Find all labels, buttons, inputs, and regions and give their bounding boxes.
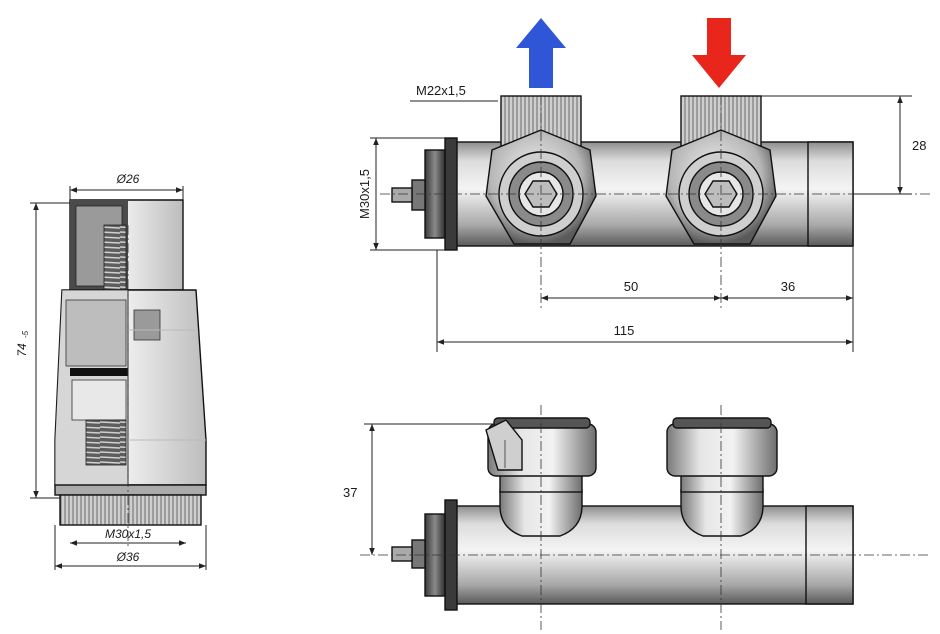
m30-label: M30x1,5 <box>357 169 372 219</box>
head-diameter-26-label: Ø26 <box>116 172 140 186</box>
head-oring <box>70 368 128 376</box>
m22-label: M22x1,5 <box>416 83 466 98</box>
head-height-tolerance: -5 <box>21 330 30 338</box>
side-clip <box>485 419 523 471</box>
side-union-nut-2 <box>666 423 778 477</box>
dim-50-label: 50 <box>624 279 638 294</box>
head-thread-ring <box>59 494 202 526</box>
dim-37-label: 37 <box>343 485 357 500</box>
valve-top-view: M22x1,5 M30x1,5 28 50 36 115 <box>357 18 930 352</box>
dim-115-label: 115 <box>614 323 635 338</box>
head-diameter-36-label: Ø36 <box>116 550 140 564</box>
head-thread-label: M30x1,5 <box>105 527 151 541</box>
valve-side-view: 37 <box>343 405 930 630</box>
return-arrow-down-icon <box>692 18 746 88</box>
head-height-label: 74 <box>15 343 29 357</box>
side-valve-pin <box>391 546 413 562</box>
supply-arrow-up-icon <box>516 18 566 88</box>
valve-pin <box>391 187 413 203</box>
dim-28-label: 28 <box>912 138 926 153</box>
dim-36-label: 36 <box>781 279 795 294</box>
thermostat-head-drawing: Ø26 74 -5 M30x1,5 Ø36 <box>15 172 207 570</box>
